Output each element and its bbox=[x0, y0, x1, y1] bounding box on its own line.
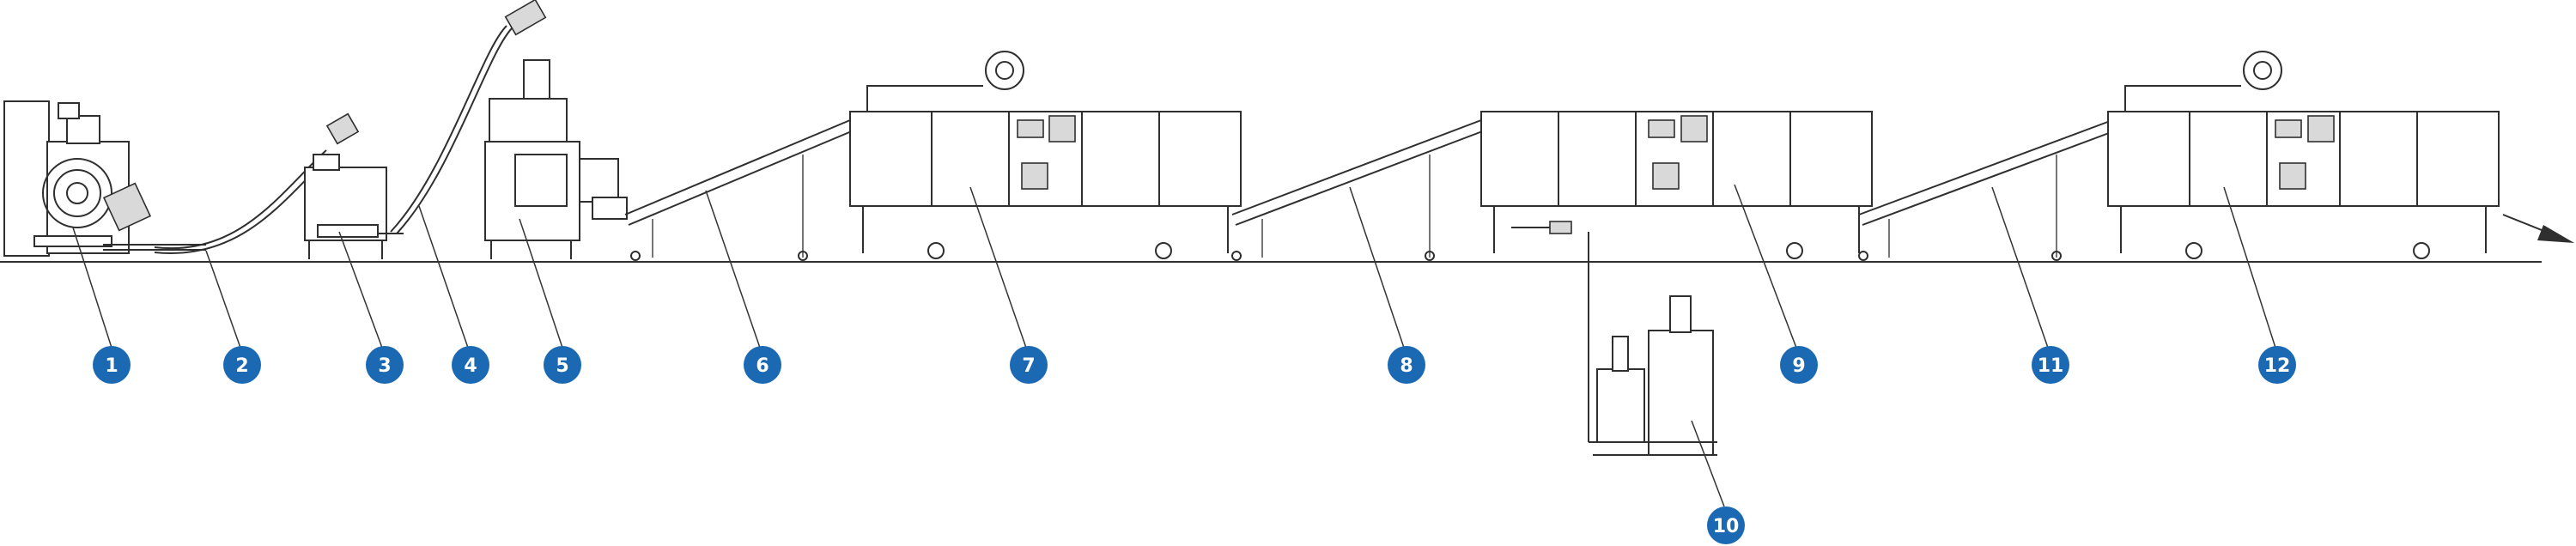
machine-7-dryer bbox=[849, 51, 1242, 259]
machine-1-extruder bbox=[3, 100, 206, 257]
badge-12 bbox=[2258, 346, 2296, 384]
badge-5 bbox=[544, 346, 581, 384]
badge-1-label: 1 bbox=[105, 355, 118, 377]
callout-10: 10 bbox=[1691, 420, 1745, 544]
machine-10-dosing-tanks bbox=[1588, 232, 1717, 456]
badge-4 bbox=[452, 346, 489, 384]
callout-1: 1 bbox=[72, 227, 131, 384]
badge-6 bbox=[744, 346, 781, 384]
badge-7-label: 7 bbox=[1022, 355, 1035, 377]
badge-1 bbox=[93, 346, 131, 384]
callout-5: 5 bbox=[519, 218, 581, 384]
conveyor-8 bbox=[1231, 119, 1485, 261]
callout-3: 3 bbox=[338, 231, 404, 384]
callout-7: 7 bbox=[969, 186, 1048, 384]
machine-9-dryer bbox=[1480, 111, 1873, 259]
badge-2-label: 2 bbox=[235, 355, 248, 377]
badge-2 bbox=[223, 346, 261, 384]
callout-9: 9 bbox=[1734, 184, 1818, 384]
badge-3-label: 3 bbox=[378, 355, 391, 377]
callout-4: 4 bbox=[418, 205, 489, 384]
machine-3-tank bbox=[304, 112, 404, 259]
machine-5-mixer bbox=[484, 0, 628, 259]
conveyor-6 bbox=[624, 119, 854, 261]
callout-6: 6 bbox=[705, 190, 781, 384]
badge-9-label: 9 bbox=[1792, 355, 1805, 377]
badge-10 bbox=[1707, 507, 1745, 544]
badge-7 bbox=[1010, 346, 1048, 384]
badge-5-label: 5 bbox=[556, 355, 568, 377]
badge-11-label: 11 bbox=[2038, 355, 2064, 377]
callout-12: 12 bbox=[2223, 186, 2296, 384]
badge-12-label: 12 bbox=[2264, 355, 2291, 377]
badge-11 bbox=[2032, 346, 2069, 384]
machine-12-dryer bbox=[2107, 51, 2500, 259]
callout-badges: 1 2 3 4 5 6 7 bbox=[72, 184, 2296, 544]
badge-10-label: 10 bbox=[1713, 516, 1740, 537]
callout-11: 11 bbox=[1991, 186, 2069, 384]
badge-8 bbox=[1388, 346, 1425, 384]
pipe-4 bbox=[390, 25, 513, 234]
badge-4-label: 4 bbox=[464, 355, 477, 377]
callout-8: 8 bbox=[1349, 186, 1425, 384]
badge-8-label: 8 bbox=[1400, 355, 1413, 377]
callout-2: 2 bbox=[205, 250, 261, 384]
flow-arrow-icon bbox=[2502, 214, 2574, 243]
badge-3 bbox=[366, 346, 404, 384]
badge-9 bbox=[1780, 346, 1818, 384]
badge-6-label: 6 bbox=[756, 355, 769, 377]
conveyor-11 bbox=[1858, 119, 2117, 261]
